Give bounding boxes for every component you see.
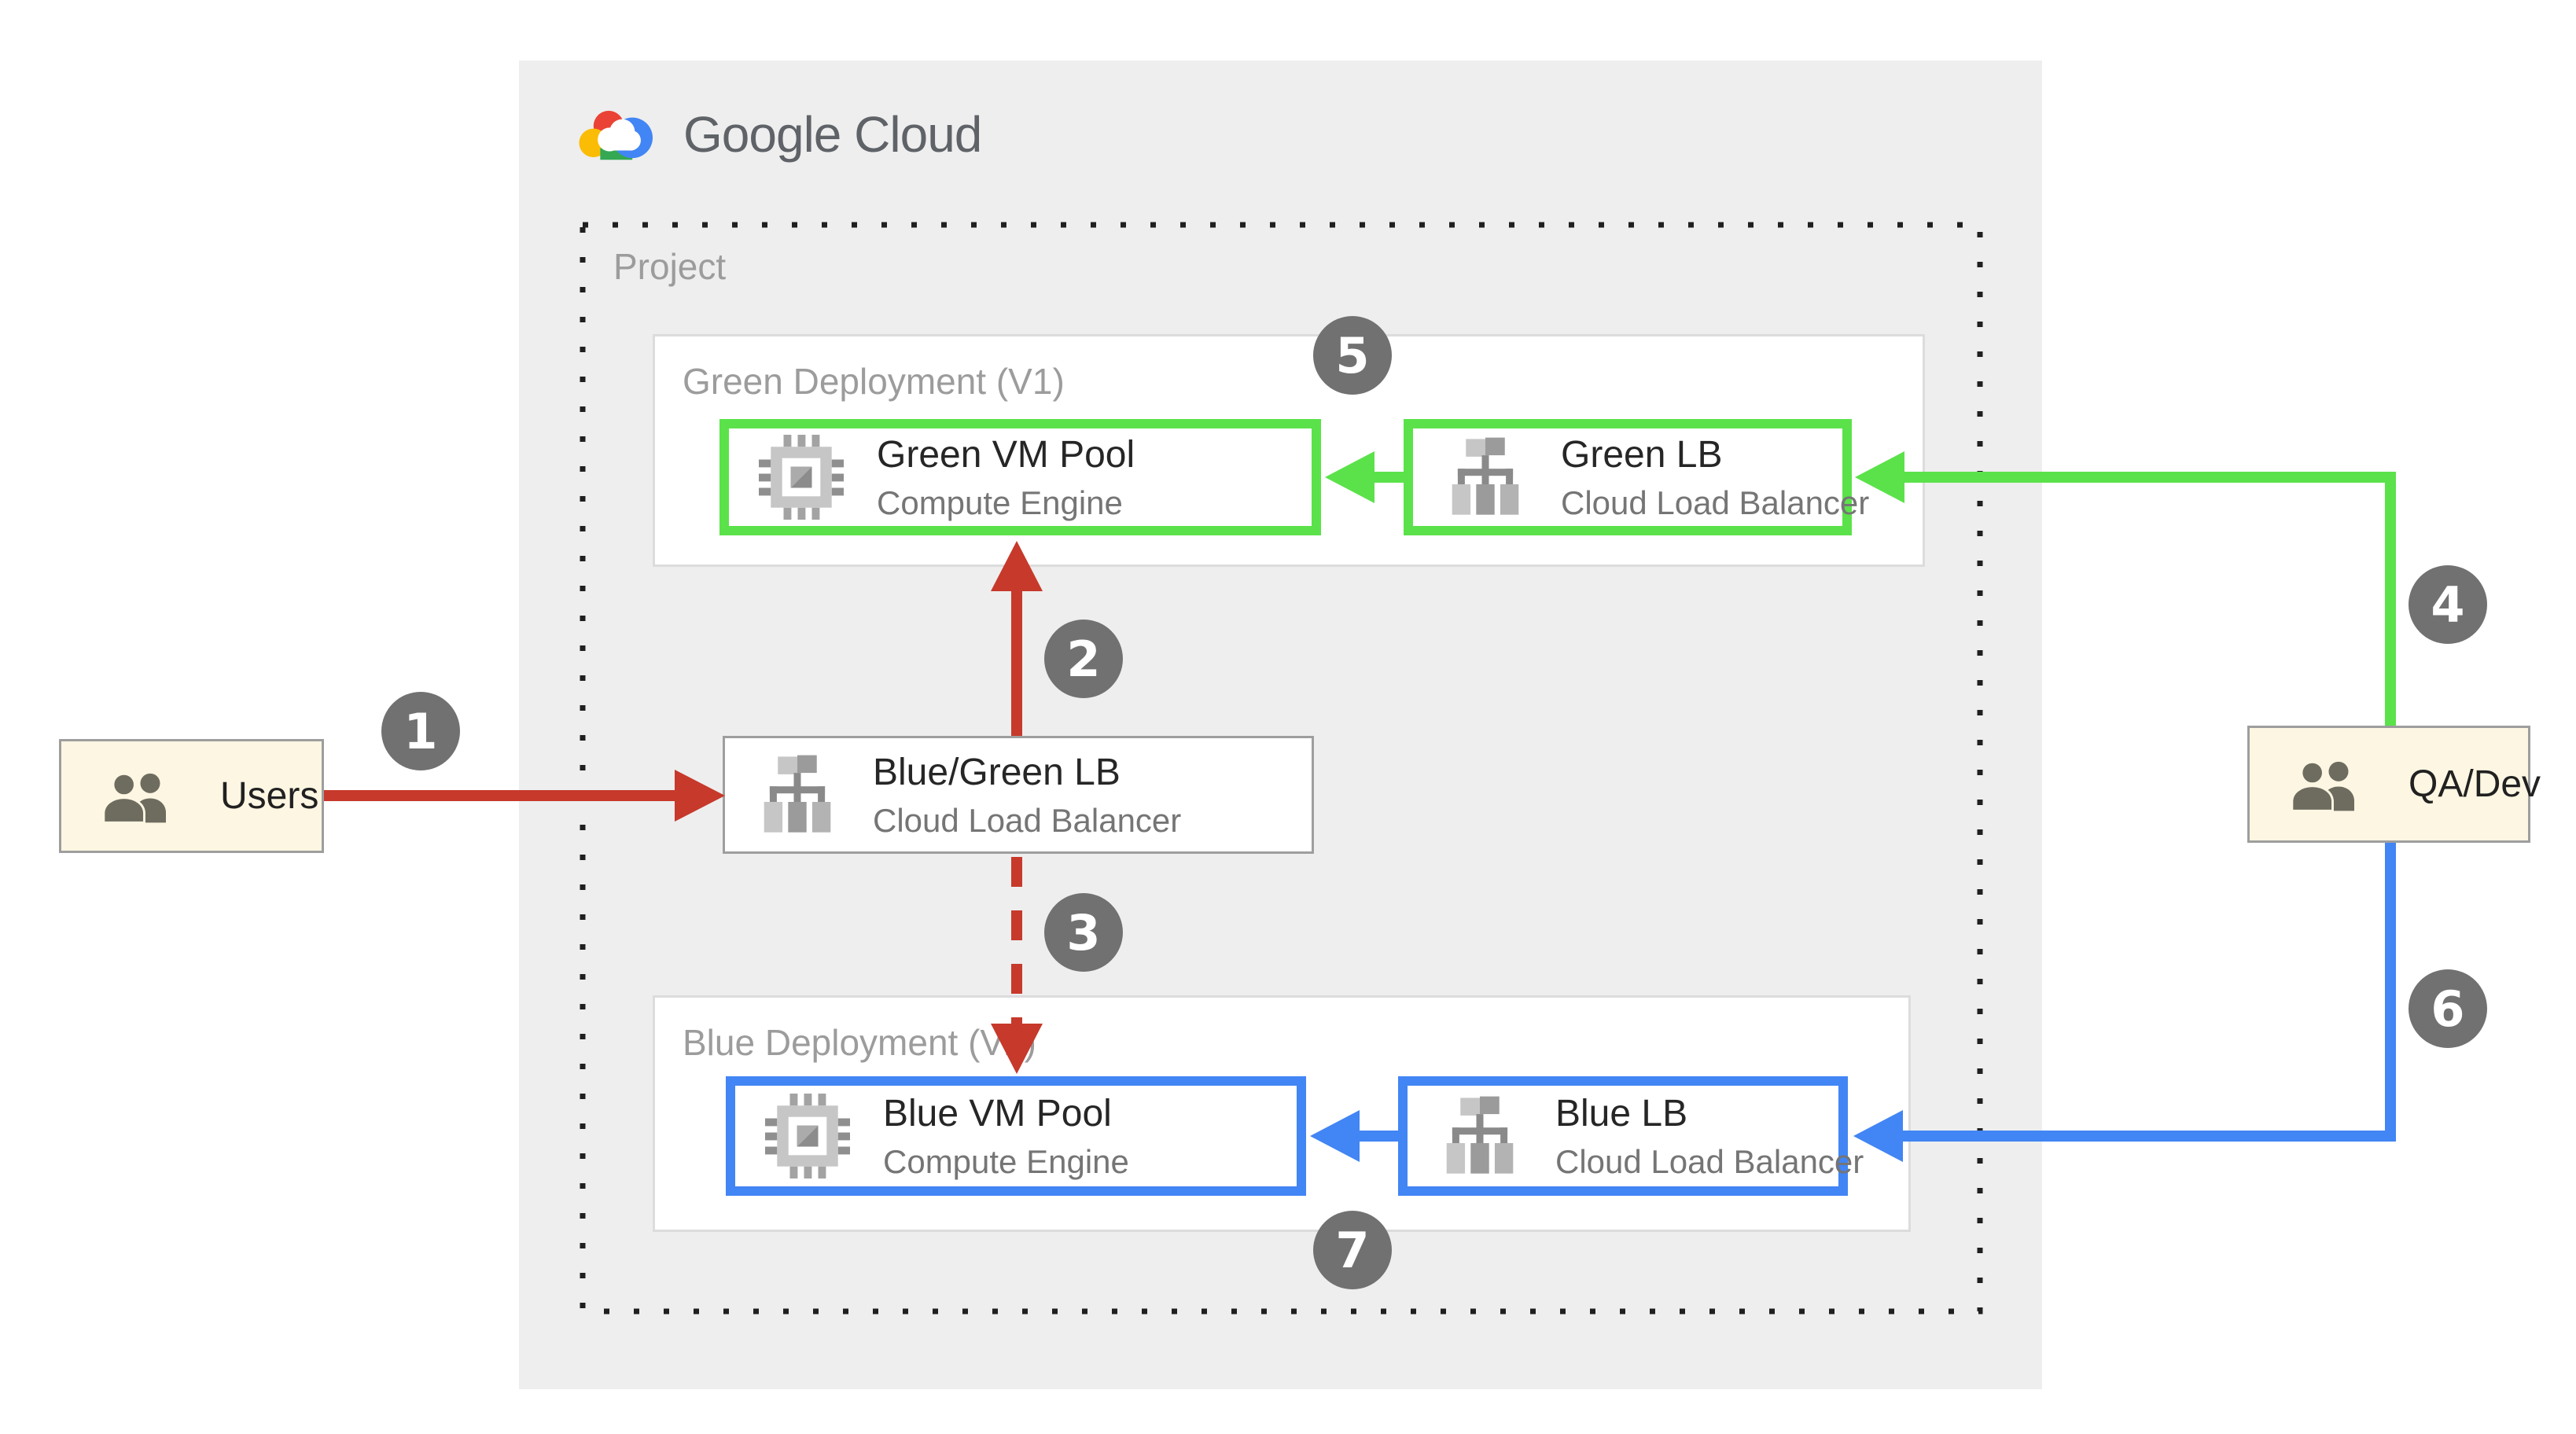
blue-lb-title: Blue LB	[1555, 1092, 1688, 1134]
compute-engine-icon	[765, 1094, 850, 1178]
load-balancer-icon	[1452, 437, 1519, 515]
project-label: Project	[613, 246, 727, 287]
step-marker-3: 3	[1044, 893, 1123, 972]
blue-lb-subtitle: Cloud Load Balancer	[1555, 1142, 1864, 1180]
qa-dev-label: QA/Dev	[2409, 763, 2541, 805]
qa-dev-actor-box: QA/Dev	[2247, 726, 2541, 843]
green-lb-subtitle: Cloud Load Balancer	[1561, 484, 1870, 521]
step-marker-6: 6	[2409, 969, 2487, 1048]
green-lb-node: Green LB Cloud Load Balancer	[1404, 419, 1869, 535]
blue-lb-node: Blue LB Cloud Load Balancer	[1398, 1076, 1864, 1196]
green-vm-pool-title: Green VM Pool	[877, 433, 1135, 476]
blue-green-lb-subtitle: Cloud Load Balancer	[873, 801, 1182, 839]
step-marker-4: 4	[2409, 565, 2487, 644]
blue-vm-pool-node: Blue VM Pool Compute Engine	[726, 1076, 1306, 1196]
green-vm-pool-node: Green VM Pool Compute Engine	[719, 419, 1321, 535]
blue-vm-pool-subtitle: Compute Engine	[883, 1142, 1129, 1180]
step-marker-1: 1	[381, 692, 460, 770]
users-icon	[102, 772, 166, 824]
blue-green-lb-node: Blue/Green LB Cloud Load Balancer	[723, 736, 1314, 854]
blue-green-lb-title: Blue/Green LB	[873, 751, 1121, 793]
load-balancer-icon	[1446, 1096, 1514, 1174]
blue-deployment-label: Blue Deployment (V2)	[683, 1022, 1036, 1063]
step-marker-2: 2	[1044, 620, 1123, 698]
users-icon	[2291, 760, 2354, 812]
users-actor-box: Users	[59, 739, 324, 853]
green-deployment-label: Green Deployment (V1)	[683, 361, 1065, 402]
google-cloud-logo-icon	[579, 110, 653, 160]
step-marker-7: 7	[1313, 1211, 1392, 1289]
green-lb-title: Green LB	[1561, 433, 1723, 476]
compute-engine-icon	[759, 435, 844, 520]
load-balancer-icon	[764, 755, 831, 833]
users-label: Users	[220, 775, 319, 817]
blue-vm-pool-title: Blue VM Pool	[883, 1092, 1112, 1134]
step-marker-5: 5	[1313, 316, 1392, 395]
google-cloud-logo: Google Cloud	[576, 101, 982, 168]
google-cloud-wordmark: Google Cloud	[683, 106, 982, 163]
green-vm-pool-subtitle: Compute Engine	[877, 484, 1123, 521]
